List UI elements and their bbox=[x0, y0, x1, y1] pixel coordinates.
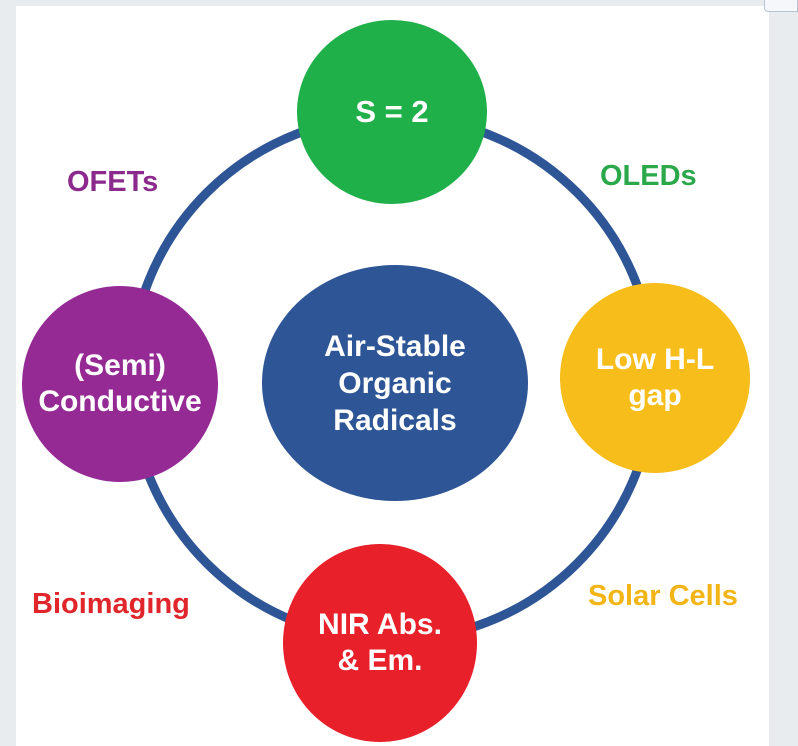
center-line-3: Radicals bbox=[333, 403, 457, 437]
node-low-hl-gap-line-2: gap bbox=[628, 379, 682, 412]
node-nir-abs-em-line-1: NIR Abs. bbox=[318, 608, 442, 641]
label-bioimaging: Bioimaging bbox=[32, 588, 190, 620]
node-low-hl-gap-line-1: Low H-L bbox=[595, 343, 715, 376]
node-semi-conductive-line-2: Conductive bbox=[38, 385, 202, 418]
center-line-2: Organic bbox=[338, 366, 452, 400]
node-nir-abs-em-line-2: & Em. bbox=[337, 644, 423, 677]
node-spin-state: S = 2 bbox=[297, 20, 487, 204]
node-semi-conductive-line-1: (Semi) bbox=[74, 349, 166, 382]
node-nir-abs-em: NIR Abs. & Em. bbox=[283, 544, 477, 742]
label-oleds: OLEDs bbox=[600, 160, 697, 192]
node-spin-state-text: S = 2 bbox=[355, 94, 429, 129]
node-semi-conductive: (Semi) Conductive bbox=[22, 286, 218, 482]
center-node-air-stable-organic-radicals: Air-Stable Organic Radicals bbox=[262, 265, 528, 501]
label-solar-cells: Solar Cells bbox=[588, 580, 738, 612]
label-ofets: OFETs bbox=[67, 166, 159, 198]
center-line-1: Air-Stable bbox=[324, 329, 466, 363]
node-low-hl-gap: Low H-L gap bbox=[560, 283, 750, 473]
